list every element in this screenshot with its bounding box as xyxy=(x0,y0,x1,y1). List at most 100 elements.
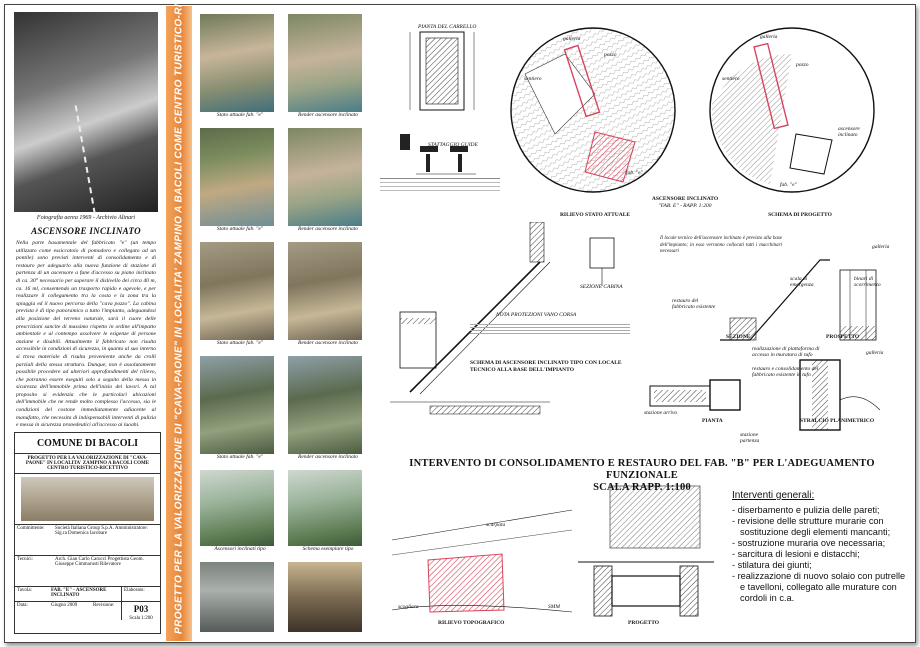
label-galleria: galleria xyxy=(563,36,581,42)
elaborato-label: Elaborato: xyxy=(121,587,160,601)
committente-label: Committente: xyxy=(17,526,45,531)
intervention-item: - diserbamento e pulizia delle pareti; xyxy=(732,505,880,515)
intervention-item: - revisione delle strutture murarie con … xyxy=(732,516,891,537)
carriage-notes xyxy=(380,178,500,192)
photo-tile: Stato attuale fab. "e" xyxy=(200,128,280,232)
photo-caption: Ascensori inclinati tipo xyxy=(214,546,266,552)
interventions-heading: Interventi generali: xyxy=(732,490,815,501)
carriage-plan-fill xyxy=(425,37,459,105)
intervention-item: - realizzazione di nuovo solaio con putr… xyxy=(732,571,906,603)
label-stazione-partenza: stazione partenza xyxy=(740,432,760,444)
photo-tile: Render ascensore inclinato xyxy=(288,14,368,118)
label-galleria-plan: galleria xyxy=(866,350,884,356)
photo-image xyxy=(288,128,362,226)
photo-caption: Stato attuale fab. "e" xyxy=(216,112,264,118)
lift-type-title: SCHEMA DI ASCENSORE INCLINATO TIPO CON L… xyxy=(470,360,622,373)
photo-caption: Render ascensore inclinato xyxy=(298,226,358,232)
photo-tile xyxy=(288,562,362,632)
photo-image xyxy=(288,470,362,546)
photo-tile: Schema esemplare tipo xyxy=(288,470,368,552)
photo-image xyxy=(200,356,274,454)
band-title: PROGETTO PER LA VALORIZZAZIONE DI "CAVA-… xyxy=(173,0,185,634)
section-title: ASCENSORE INCLINATO xyxy=(31,226,141,236)
label-piattaforma: realizzazione di piattaforma di accesso … xyxy=(752,346,820,358)
description-text: Nella parte basamentale del fabbricato "… xyxy=(16,240,156,426)
tecnici-value: Arch. Gian Carlo Carucci Progettista Geo… xyxy=(55,557,144,567)
project-label-sentiero: sentiero xyxy=(722,76,740,82)
photo-image xyxy=(288,356,362,454)
photo-image xyxy=(288,562,362,632)
photo-caption: Schema esemplare tipo xyxy=(302,546,354,552)
project-section xyxy=(578,485,714,617)
topographic-hatch xyxy=(427,553,505,613)
protection-note-title: NOTA PROTEZIONI VANO CORSA xyxy=(496,312,577,318)
label-prospetto: PROSPETTO xyxy=(826,334,860,340)
aerial-photo-caption: Fotografia aerea 1969 - Archivio Alinari xyxy=(36,215,136,221)
label-pianta: PIANTA xyxy=(702,418,723,424)
photo-tile: Ascensori inclinati tipo xyxy=(200,470,280,552)
project-label-ascensore: ascensore inclinato xyxy=(838,126,860,138)
intervention-item: - sarcitura di lesioni e distacchi; xyxy=(732,549,860,559)
tavola-value: FAB. "E" - ASCENSORE INCLINATO xyxy=(51,588,107,598)
project-label-fab-e: fab. "e" xyxy=(780,182,797,188)
project-band: PROGETTO PER LA VALORIZZAZIONE DI "CAVA-… xyxy=(166,0,192,641)
label-scarpata: scarpata xyxy=(486,522,506,528)
photo-image xyxy=(200,14,274,112)
survey-title: RILIEVO STATO ATTUALE xyxy=(559,212,631,218)
photo-image xyxy=(288,14,362,112)
photo-image xyxy=(200,470,274,546)
photo-tile: Render ascensore inclinato xyxy=(288,128,368,232)
project-fab-e xyxy=(789,133,833,175)
photo-caption: Stato attuale fab. "e" xyxy=(216,226,264,232)
tech-room-note: Il locale tecnico dell'ascensore inclina… xyxy=(660,236,782,254)
scale-value: Scala 1:200 xyxy=(129,616,153,621)
photo-image xyxy=(200,128,274,226)
project-label-galleria: galleria xyxy=(760,34,778,40)
label-sezione: SEZIONE xyxy=(726,334,751,340)
lift-track xyxy=(563,44,601,118)
photo-tile: Render ascensore inclinato xyxy=(288,242,368,346)
data-value: Giugno 2009 xyxy=(51,603,78,608)
intervention-item: - stilatura dei giunti; xyxy=(732,560,812,570)
photo-tile xyxy=(200,562,274,632)
cabin-section-label: SEZIONE CABINA xyxy=(580,284,623,290)
photo-image xyxy=(200,562,274,632)
photo-grid: Stato attuale fab. "e" Render ascensore i… xyxy=(200,14,370,634)
photo-tile: Stato attuale fab. "e" xyxy=(200,356,280,460)
photo-image xyxy=(200,242,274,340)
project-title: PROGETTO PER LA VALORIZZAZIONE DI "CAVA-… xyxy=(15,454,160,474)
interventions-list: - diserbamento e pulizia delle pareti;- … xyxy=(732,505,912,604)
photo-caption: Stato attuale fab. "e" xyxy=(216,454,264,460)
main-title-text: INTERVENTO DI CONSOLIDAMENTO E RESTAURO … xyxy=(409,458,875,481)
carriage-plan-outline xyxy=(419,31,465,111)
aerial-photo xyxy=(14,12,158,214)
photo-caption: Stato attuale fab. "e" xyxy=(216,340,264,346)
fab-e-hatch xyxy=(584,131,636,183)
label-stralcio: STRALCIO PLANIMETRICO xyxy=(800,418,875,424)
label-sentiero: sentiero xyxy=(524,76,542,82)
carriage-drawings xyxy=(400,31,476,175)
label-scala-emergenza: scala di emergenza xyxy=(790,276,814,288)
tavola-label: Tavola: xyxy=(17,588,32,593)
project-schema-title: SCHEMA DI PROGETTO xyxy=(768,212,832,218)
interventions-panel: Interventi generali: - diserbamento e pu… xyxy=(732,490,912,604)
carriage-plan-label: PIANTA DEL CARRELLO xyxy=(418,24,477,30)
project-circle xyxy=(709,27,875,193)
topographic-survey xyxy=(392,509,572,613)
data-label: Data: xyxy=(17,603,28,608)
elaborato-code: P03 xyxy=(133,604,149,614)
label-smm: SMM xyxy=(548,604,560,610)
label-restauro-cons: restauro e consolidamento del fabbricato… xyxy=(752,366,819,378)
photo-caption: Render ascensore inclinato xyxy=(298,340,358,346)
photo-image xyxy=(288,242,362,340)
guide-label: STATTAGGIO GUIDE xyxy=(428,142,478,148)
site-thumbnail xyxy=(21,477,154,521)
label-pozzo: pozzo xyxy=(604,52,617,58)
section-elevation-drawing xyxy=(720,259,877,341)
tecnici-label: Tecnici: xyxy=(17,557,34,562)
title-block: COMUNE DI BACOLI PROGETTO PER LA VALORIZ… xyxy=(14,432,161,634)
topographic-title: RILIEVO TOPOGRAFICO xyxy=(438,620,505,626)
photo-caption: Render ascensore inclinato xyxy=(298,112,358,118)
project-label-pozzo: pozzo xyxy=(796,62,809,68)
protection-note-text xyxy=(470,322,630,336)
